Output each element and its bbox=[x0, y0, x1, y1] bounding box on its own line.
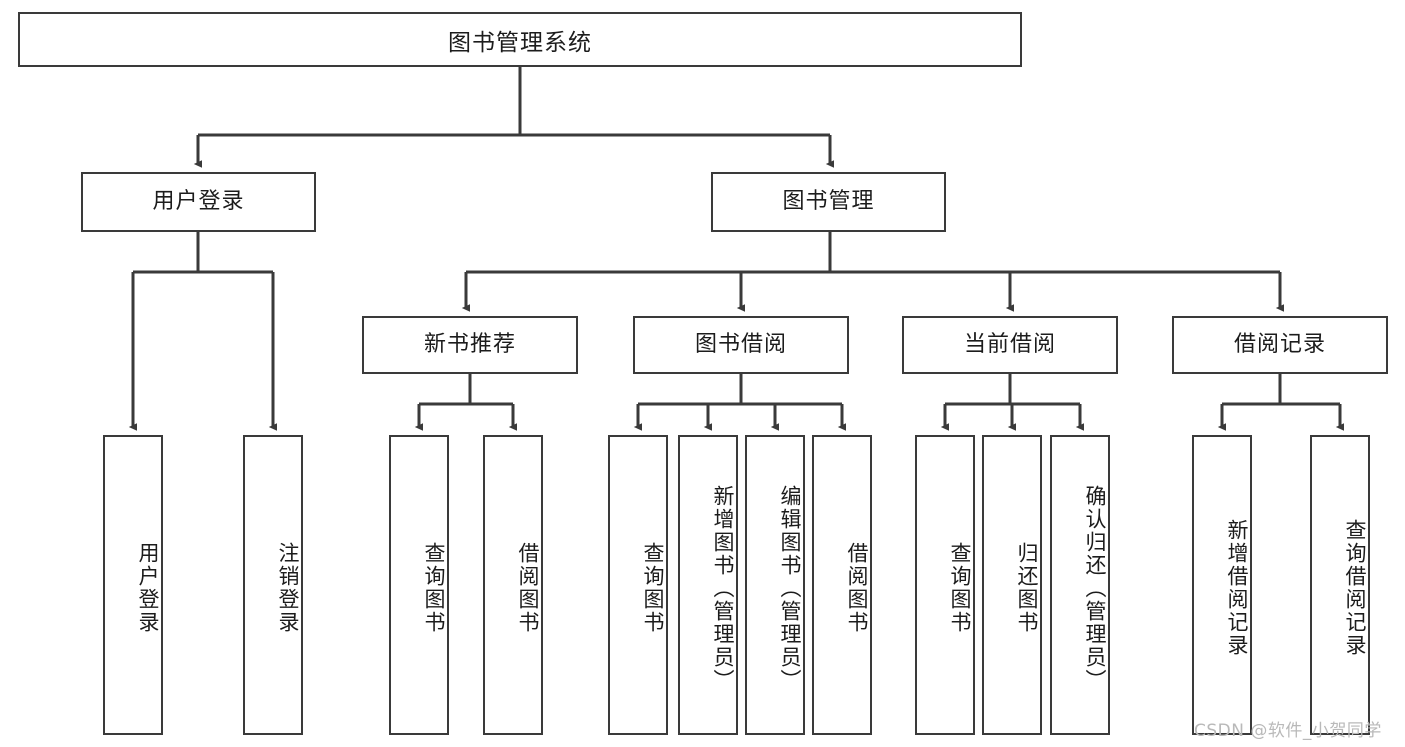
leaf-confirm-return-admin[interactable]: 确认归还（管理员） bbox=[1050, 435, 1110, 735]
node-root-label: 图书管理系统 bbox=[448, 29, 592, 56]
leaf-query-book-borrow[interactable]: 查询图书 bbox=[608, 435, 668, 735]
leaf-edit-book-admin-label: 编辑图书（管理员） bbox=[778, 484, 802, 692]
node-book-borrow-label: 图书借阅 bbox=[694, 331, 787, 357]
leaf-edit-book-admin[interactable]: 编辑图书（管理员） bbox=[745, 435, 805, 735]
leaf-logout-label: 注销登录 bbox=[276, 542, 300, 634]
leaf-query-book-borrow-label: 查询图书 bbox=[641, 542, 665, 634]
leaf-return-book[interactable]: 归还图书 bbox=[982, 435, 1042, 735]
leaf-logout[interactable]: 注销登录 bbox=[243, 435, 303, 735]
node-book-manage-label: 图书管理 bbox=[782, 188, 875, 214]
node-borrow-record-label: 借阅记录 bbox=[1233, 331, 1326, 357]
leaf-query-borrow-record[interactable]: 查询借阅记录 bbox=[1310, 435, 1370, 735]
node-user-login[interactable]: 用户登录 bbox=[81, 172, 316, 232]
leaf-add-book-admin-label: 新增图书（管理员） bbox=[711, 484, 735, 692]
leaf-user-login-label: 用户登录 bbox=[136, 542, 160, 634]
leaf-borrow-book-borrow[interactable]: 借阅图书 bbox=[812, 435, 872, 735]
node-current-borrow-label: 当前借阅 bbox=[963, 331, 1056, 357]
leaf-query-borrow-record-label: 查询借阅记录 bbox=[1343, 519, 1367, 657]
node-book-manage[interactable]: 图书管理 bbox=[711, 172, 946, 232]
leaf-confirm-return-admin-label: 确认归还（管理员） bbox=[1083, 484, 1107, 692]
node-new-book-recommendation[interactable]: 新书推荐 bbox=[362, 316, 578, 374]
node-book-borrow[interactable]: 图书借阅 bbox=[633, 316, 849, 374]
leaf-borrow-book-new-rec-label: 借阅图书 bbox=[516, 542, 540, 634]
leaf-query-book-current[interactable]: 查询图书 bbox=[915, 435, 975, 735]
leaf-add-borrow-record-label: 新增借阅记录 bbox=[1225, 519, 1249, 657]
leaf-return-book-label: 归还图书 bbox=[1015, 542, 1039, 634]
node-root[interactable]: 图书管理系统 bbox=[18, 12, 1022, 67]
leaf-user-login[interactable]: 用户登录 bbox=[103, 435, 163, 735]
leaf-borrow-book-borrow-label: 借阅图书 bbox=[845, 542, 869, 634]
node-current-borrow[interactable]: 当前借阅 bbox=[902, 316, 1118, 374]
leaf-query-book-current-label: 查询图书 bbox=[948, 542, 972, 634]
leaf-add-book-admin[interactable]: 新增图书（管理员） bbox=[678, 435, 738, 735]
node-new-book-recommendation-label: 新书推荐 bbox=[423, 331, 516, 357]
leaf-query-book-new-rec-label: 查询图书 bbox=[422, 542, 446, 634]
leaf-add-borrow-record[interactable]: 新增借阅记录 bbox=[1192, 435, 1252, 735]
leaf-borrow-book-new-rec[interactable]: 借阅图书 bbox=[483, 435, 543, 735]
csdn-watermark: CSDN @软件_小贺同学 bbox=[1194, 721, 1382, 741]
node-borrow-record[interactable]: 借阅记录 bbox=[1172, 316, 1388, 374]
leaf-query-book-new-rec[interactable]: 查询图书 bbox=[389, 435, 449, 735]
node-user-login-label: 用户登录 bbox=[152, 188, 245, 214]
